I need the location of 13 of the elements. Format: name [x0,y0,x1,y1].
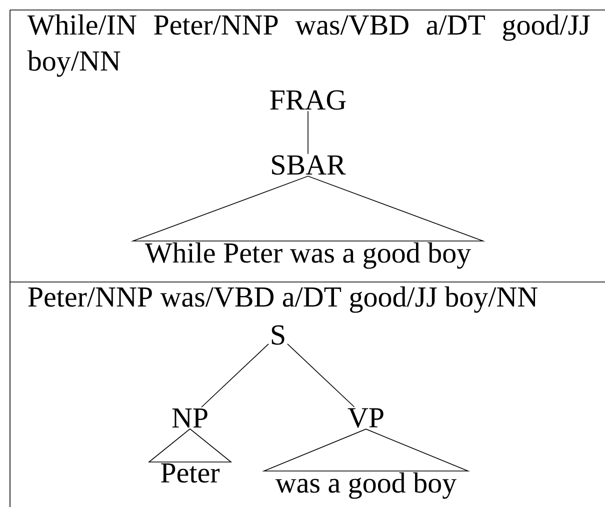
tree-branch [287,344,355,408]
roof-triangle [148,428,232,462]
leaf-text: Peter [161,463,220,483]
leaf-text: While Peter was a good boy [144,242,471,269]
roof-triangle [262,428,470,472]
tree-label: SBAR [272,155,346,175]
tree-label: NP [172,408,208,428]
roof-triangle [130,176,486,242]
tree-label: FRAG [270,90,346,110]
tree-label: S [272,325,284,345]
leaf-text: was a good boy [275,472,456,499]
tree-branch [201,344,269,408]
tree-label: VP [348,408,384,428]
